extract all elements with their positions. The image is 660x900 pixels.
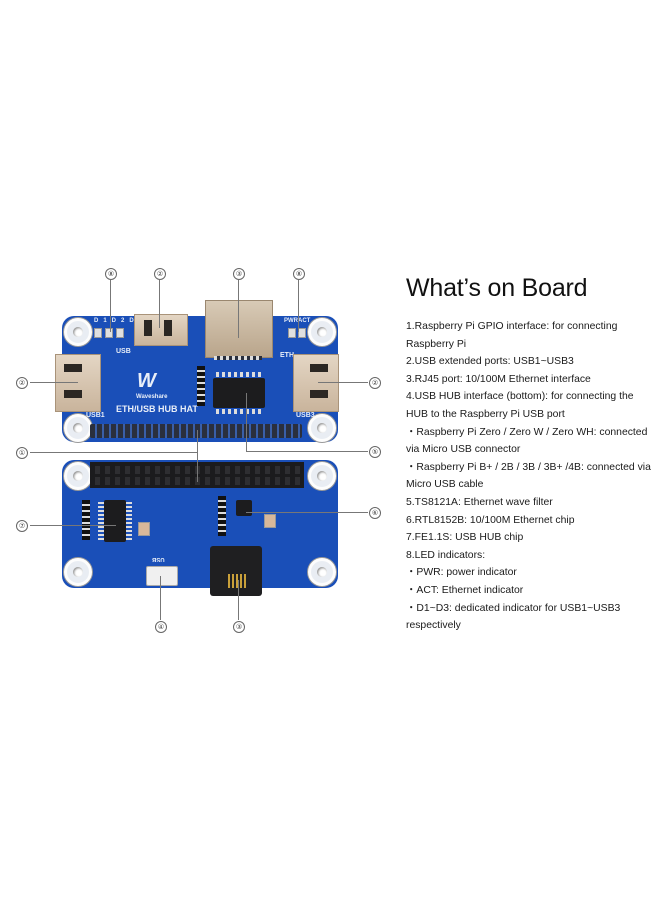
filter-pins	[216, 372, 262, 377]
leader-line	[30, 452, 198, 453]
pwr-act-label: PWRACT	[284, 318, 310, 324]
description-line: Micro USB cable	[406, 479, 484, 491]
description-line: 6.RTL8152B: 10/100M Ethernet chip	[406, 514, 575, 526]
callout-8-led-left: ⑧	[105, 268, 117, 280]
eth-silk-label: ETH	[280, 352, 294, 359]
usb-silk-label: USB	[116, 348, 131, 355]
callout-1-gpio: ①	[16, 447, 28, 459]
mounting-hole	[308, 318, 336, 346]
callout-8-led-right: ⑧	[293, 268, 305, 280]
product-label: ETH/USB HUB HAT	[116, 404, 198, 414]
mounting-hole	[308, 462, 336, 490]
waveshare-logo-icon: W	[137, 370, 156, 392]
leader-line	[246, 512, 368, 513]
resistor-array	[82, 500, 90, 540]
mounting-hole	[64, 462, 92, 490]
leader-line	[159, 280, 160, 328]
usb-bottom-label: USB	[152, 556, 165, 562]
description-line: 7.FE1.1S: USB HUB chip	[406, 532, 524, 544]
rj45-port	[205, 300, 273, 358]
usb2-slot	[144, 320, 152, 336]
rj45-pins	[214, 356, 262, 360]
description-line: 3.RJ45 port: 10/100M Ethernet interface	[406, 373, 591, 385]
usb3-port	[293, 354, 339, 412]
resistor-array	[218, 496, 226, 536]
description-line: HUB to the Raspberry Pi USB port	[406, 408, 565, 420]
crystal	[138, 522, 150, 536]
led-d1	[94, 328, 102, 338]
leader-line	[160, 576, 161, 620]
led-d3	[116, 328, 124, 338]
mounting-hole	[64, 558, 92, 586]
callout-2-usb3: ②	[369, 377, 381, 389]
leader-line	[246, 451, 368, 452]
callout-6-eth-chip: ⑥	[369, 507, 381, 519]
usb3-slot	[310, 390, 328, 398]
description-line: 5.TS8121A: Ethernet wave filter	[406, 496, 553, 508]
usb3-silk-label: USB3	[296, 412, 315, 419]
leader-line	[30, 382, 78, 383]
mounting-hole	[308, 414, 336, 442]
page-title: What’s on Board	[406, 274, 588, 302]
usb3-slot	[310, 364, 328, 372]
leader-line	[318, 382, 368, 383]
usb2-port	[134, 314, 188, 346]
description-line: ・ACT: Ethernet indicator	[406, 584, 524, 596]
mounting-hole	[308, 558, 336, 586]
filter-pins	[216, 409, 262, 414]
leader-line	[110, 280, 111, 332]
usb1-silk-label: USB1	[86, 412, 105, 419]
callout-5-filter: ⑤	[369, 446, 381, 458]
callout-2-usb2: ②	[154, 268, 166, 280]
gpio-pads-top	[90, 424, 302, 438]
led-d2	[105, 328, 113, 338]
crystal	[264, 514, 276, 528]
leader-line	[30, 525, 116, 526]
callout-4-micro-usb: ④	[155, 621, 167, 633]
callout-7-hub-chip: ⑦	[16, 520, 28, 532]
usb1-slot	[64, 390, 82, 398]
callout-3-rj45-bottom: ③	[233, 621, 245, 633]
description-line: respectively	[406, 620, 461, 632]
ts8121a-filter-chip	[213, 378, 265, 408]
fe11s-hub-chip	[104, 500, 126, 542]
hub-chip-pins	[98, 502, 104, 540]
description-line: 8.LED indicators:	[406, 549, 486, 561]
callout-2-usb1: ②	[16, 377, 28, 389]
micro-usb-port	[146, 566, 178, 586]
rj45-gold-contacts	[228, 574, 246, 588]
description-line: 4.USB HUB interface (bottom): for connec…	[406, 391, 634, 403]
leader-line	[238, 280, 239, 338]
callout-3-rj45: ③	[233, 268, 245, 280]
usb1-port	[55, 354, 101, 412]
description-line: ・Raspberry Pi Zero / Zero W / Zero WH: c…	[406, 426, 648, 438]
description-line: Raspberry Pi	[406, 338, 467, 350]
description-line: 1.Raspberry Pi GPIO interface: for conne…	[406, 321, 618, 332]
leader-line	[197, 430, 198, 482]
usb1-slot	[64, 364, 82, 372]
led-pwr	[288, 328, 296, 338]
description-line: ・D1~D3: dedicated indicator for USB1~USB…	[406, 602, 621, 614]
mounting-hole	[64, 318, 92, 346]
description-line: ・PWR: power indicator	[406, 567, 517, 579]
rtl8152b-ethernet-chip	[236, 500, 252, 516]
usb2-slot	[164, 320, 172, 336]
description-line: 2.USB extended ports: USB1~USB3	[406, 356, 574, 368]
rj45-bottom-port	[210, 546, 262, 596]
resistor-array	[197, 366, 205, 406]
leader-line	[238, 580, 239, 620]
hub-chip-pins	[126, 502, 132, 540]
brand-label: Waveshare	[136, 394, 168, 400]
leader-line	[298, 280, 299, 332]
description-line: ・Raspberry Pi B+ / 2B / 3B / 3B+ /4B: co…	[406, 461, 651, 473]
feature-description: 1.Raspberry Pi GPIO interface: for conne…	[406, 318, 651, 635]
leader-line	[246, 393, 247, 451]
description-line: via Micro USB connector	[406, 444, 521, 456]
led-act	[298, 328, 306, 338]
